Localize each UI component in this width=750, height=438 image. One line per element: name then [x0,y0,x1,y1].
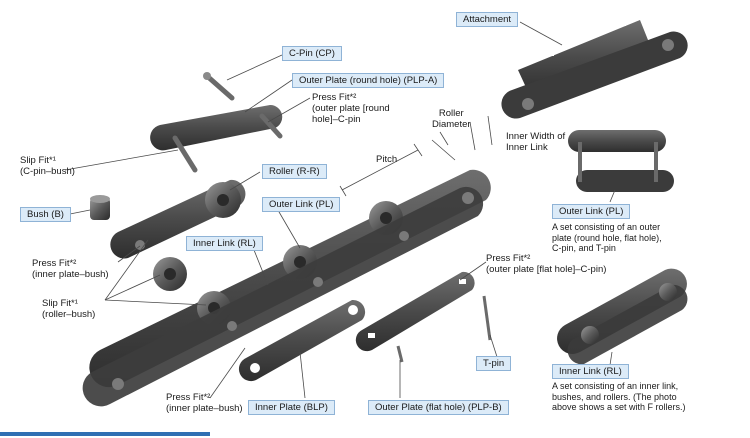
label-t-pin: T-pin [476,356,512,371]
desc-outer-link: A set consisting of an outer plate (roun… [552,222,662,253]
label-roller-diameter: Roller Diameter [432,108,471,130]
label-pitch: Pitch [376,154,398,165]
chain-front-plate [82,186,484,407]
outer-link-right-part [568,130,674,192]
label-inner-link-center: Inner Link (RL) [186,236,263,251]
label-inner-width: Inner Width of Inner Link [506,131,566,153]
bush-part [90,195,110,220]
label-outer-link-right: Outer Link (PL) [552,204,631,219]
leader-lines [64,21,616,399]
main-chain [82,169,491,407]
label-c-pin: C-Pin (CP) [282,46,342,61]
label-press-fit-inner-bush-bottom: Press Fit*² (inner plate–bush) [166,392,243,414]
label-outer-plate-round: Outer Plate (round hole) (PLP-A) [292,73,445,88]
inner-plate-part [238,299,366,382]
label-outer-plate-flat: Outer Plate (flat hole) (PLP-B) [368,400,509,415]
label-inner-link-right: Inner Link (RL) [552,364,629,379]
label-attachment: Attachment [456,12,519,27]
desc-inner-link: A set consisting of an inner link, bushe… [552,381,686,412]
label-press-fit-flat-hole: Press Fit*² (outer plate [flat hole]–C-p… [486,253,607,275]
outer-plate-flat-part [355,271,475,352]
loose-roller [153,257,187,291]
bottom-accent-bar [0,432,210,436]
label-press-fit-inner-bush: Press Fit*² (inner plate–bush) [32,258,109,280]
inner-link-right-part [557,268,688,365]
label-press-fit-outer-round: Press Fit*² (outer plate [round hole]–C-… [312,92,390,125]
label-slip-fit-cpin-bush: Slip Fit*¹ (C-pin–bush) [20,155,75,177]
outer-plate-with-pins [150,72,283,173]
inner-link-assembly [110,179,246,259]
t-pin-parts [396,295,492,363]
attachment-link [501,20,688,119]
label-roller: Roller (R-R) [262,164,327,179]
label-outer-link-center: Outer Link (PL) [262,197,341,212]
label-inner-plate: Inner Plate (BLP) [248,400,335,415]
label-slip-fit-roller-bush: Slip Fit*¹ (roller–bush) [42,298,96,320]
label-bush: Bush (B) [20,207,71,222]
